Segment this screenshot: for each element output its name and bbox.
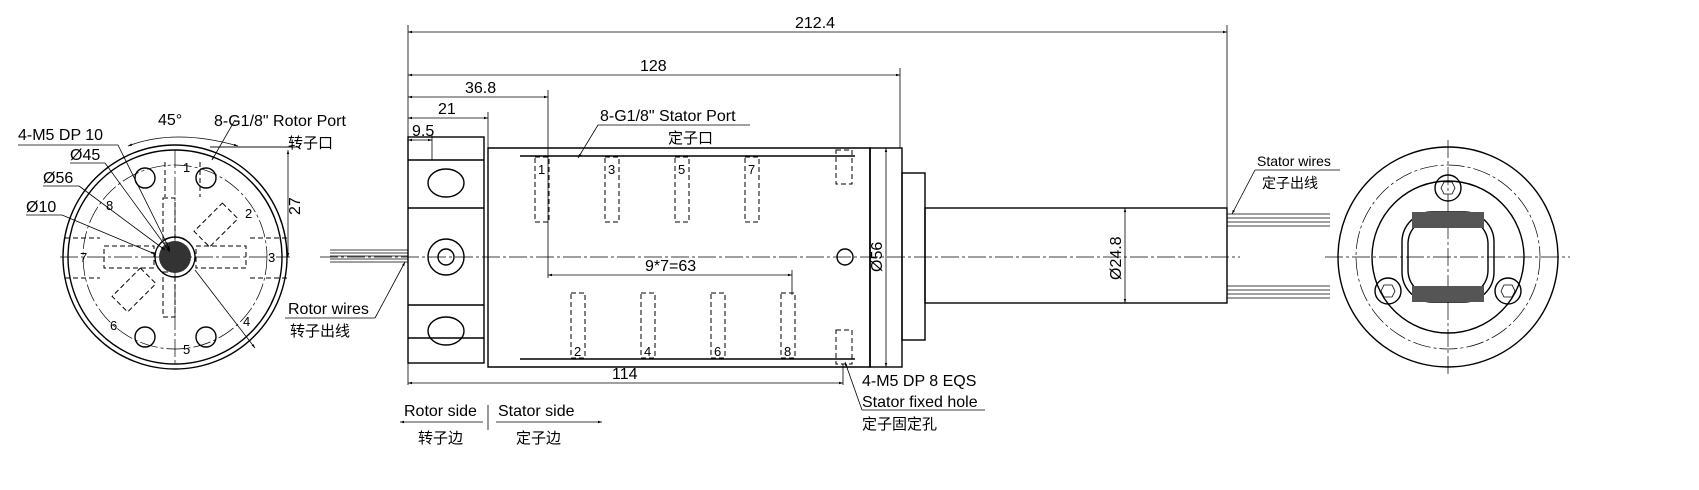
dim-114: 114 — [612, 366, 638, 383]
side-view: 212.4 128 36.8 21 9.5 9*7=63 114 Ø56 Ø24… — [285, 15, 1340, 433]
stator-end-view — [1325, 140, 1570, 375]
dim-24-8: Ø24.8 — [1108, 236, 1125, 280]
port-number: 4 — [243, 314, 250, 329]
dim-128: 128 — [640, 58, 667, 75]
port-number: 5 — [183, 342, 190, 357]
port-number: 1 — [538, 162, 545, 177]
port-number: 8 — [106, 198, 113, 213]
fixed-hole-name: Stator fixed hole — [862, 394, 978, 411]
port-number: 4 — [644, 344, 651, 359]
dim-63: 9*7=63 — [645, 258, 696, 275]
port-number: 3 — [608, 162, 615, 177]
stator-side-cn: 定子边 — [516, 429, 561, 447]
wire-bundle — [154, 236, 196, 278]
port-number: 7 — [80, 250, 87, 265]
shaft — [924, 207, 1228, 304]
fixed-hole-label: 4-M5 DP 8 EQS — [862, 373, 976, 390]
stator-port-cn-label: 定子口 — [668, 129, 713, 147]
fixed-hole-cn: 定子固定孔 — [862, 415, 937, 433]
stator-port-label: 8-G1/8" Stator Port — [600, 108, 736, 125]
dia-56-label: Ø56 — [43, 170, 73, 187]
angle-label: 45° — [158, 112, 182, 129]
dia-10-label: Ø10 — [26, 199, 56, 216]
port-number: 2 — [245, 206, 252, 221]
rotor-side-label: Rotor side — [404, 403, 477, 420]
stator-body — [487, 147, 926, 368]
rotor-port-label: 8-G1/8" Rotor Port — [214, 113, 347, 130]
stator-wires-label: Stator wires — [1257, 153, 1331, 169]
dia-45-label: Ø45 — [70, 147, 100, 164]
rotor-side-cn: 转子边 — [418, 429, 463, 447]
rotor-flange — [407, 136, 485, 364]
dim-56: Ø56 — [869, 242, 886, 272]
port-number: 5 — [678, 162, 685, 177]
rotor-wires-label: Rotor wires — [288, 301, 369, 318]
dim-27: 27 — [287, 197, 304, 215]
port-number: 2 — [574, 344, 581, 359]
port-number: 7 — [748, 162, 755, 177]
port-number: 1 — [183, 160, 190, 175]
mount-holes-label: 4-M5 DP 10 — [18, 127, 103, 144]
stator-mount-screws — [1374, 174, 1522, 305]
rotor-wires — [330, 249, 408, 263]
dim-21: 21 — [438, 101, 456, 118]
rotor-port-cn-label: 转子口 — [288, 134, 333, 152]
stator-wires — [1227, 213, 1330, 299]
stator-side-label: Stator side — [498, 403, 575, 420]
port-number: 6 — [714, 344, 721, 359]
rotor-wires-cn-label: 转子出线 — [290, 322, 350, 340]
port-number: 8 — [784, 344, 791, 359]
stator-wires-cn-label: 定子出线 — [1262, 176, 1318, 192]
rotor-end-view: 4-M5 DP 10 Ø45 Ø56 Ø10 45° 8-G1/8" Rotor… — [18, 112, 347, 370]
side-legend: Rotor side Stator side 转子边 定子边 — [400, 403, 602, 447]
port-number: 3 — [268, 250, 275, 265]
rotor-mount-holes — [134, 167, 217, 348]
dim-9-5: 9.5 — [412, 123, 434, 140]
dim-total: 212.4 — [795, 15, 835, 32]
port-number: 6 — [110, 318, 117, 333]
dim-36-8: 36.8 — [465, 80, 496, 97]
